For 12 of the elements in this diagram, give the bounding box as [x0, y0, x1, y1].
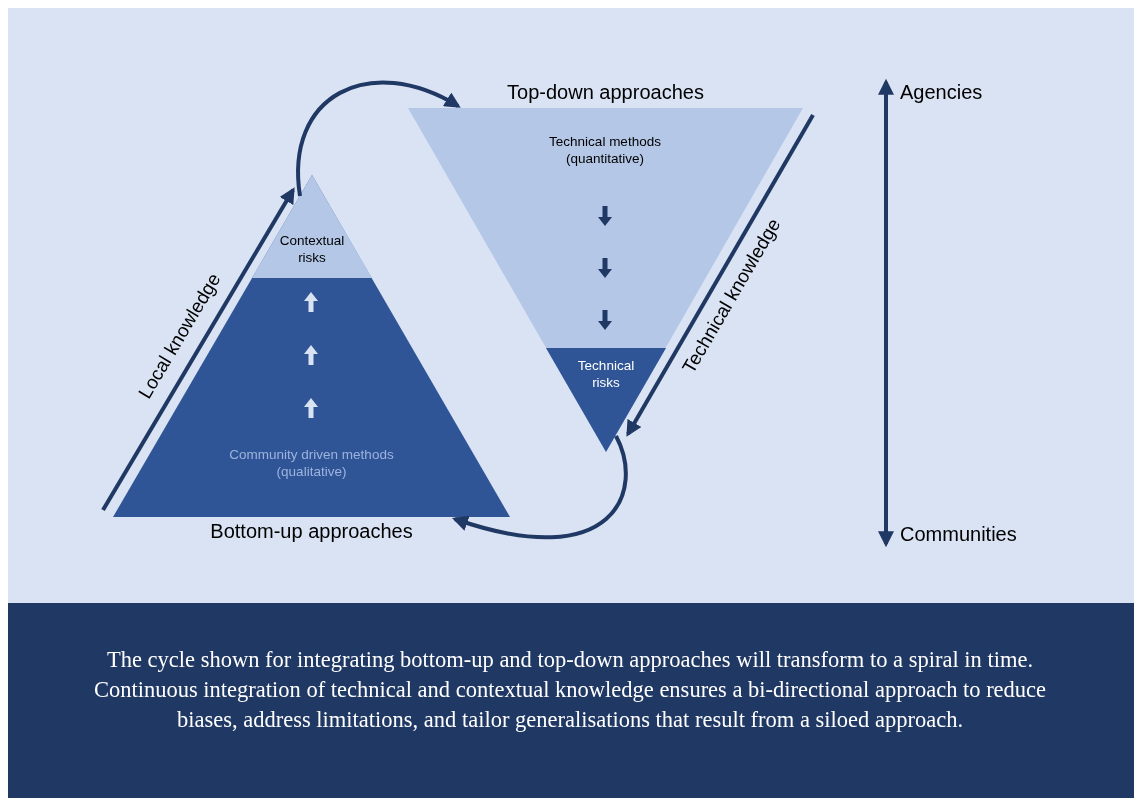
risk-text: Technical risks [576, 358, 636, 392]
arrow [878, 78, 894, 548]
arrow [296, 80, 461, 197]
method-text: Community driven methods (qualitative) [228, 447, 395, 481]
scale-label: Communities [900, 522, 1018, 547]
risk-text: Contextual risks [278, 233, 346, 267]
method-text: Technical methods (quantitative) [548, 134, 662, 168]
scale-label: Agencies [900, 80, 984, 105]
section-heading: Top-down approaches [506, 80, 705, 105]
caption: The cycle shown for integrating bottom-up and top-down approaches will transform to a spiral in time. Continuous integration of technical and contextual knowledge ensures a bi-directional approach to reduce biases, address limitations, and tailor generalisations that result from a siloed approach. [92, 646, 1048, 734]
arrow [451, 435, 628, 540]
section-heading: Bottom-up approaches [209, 519, 414, 544]
